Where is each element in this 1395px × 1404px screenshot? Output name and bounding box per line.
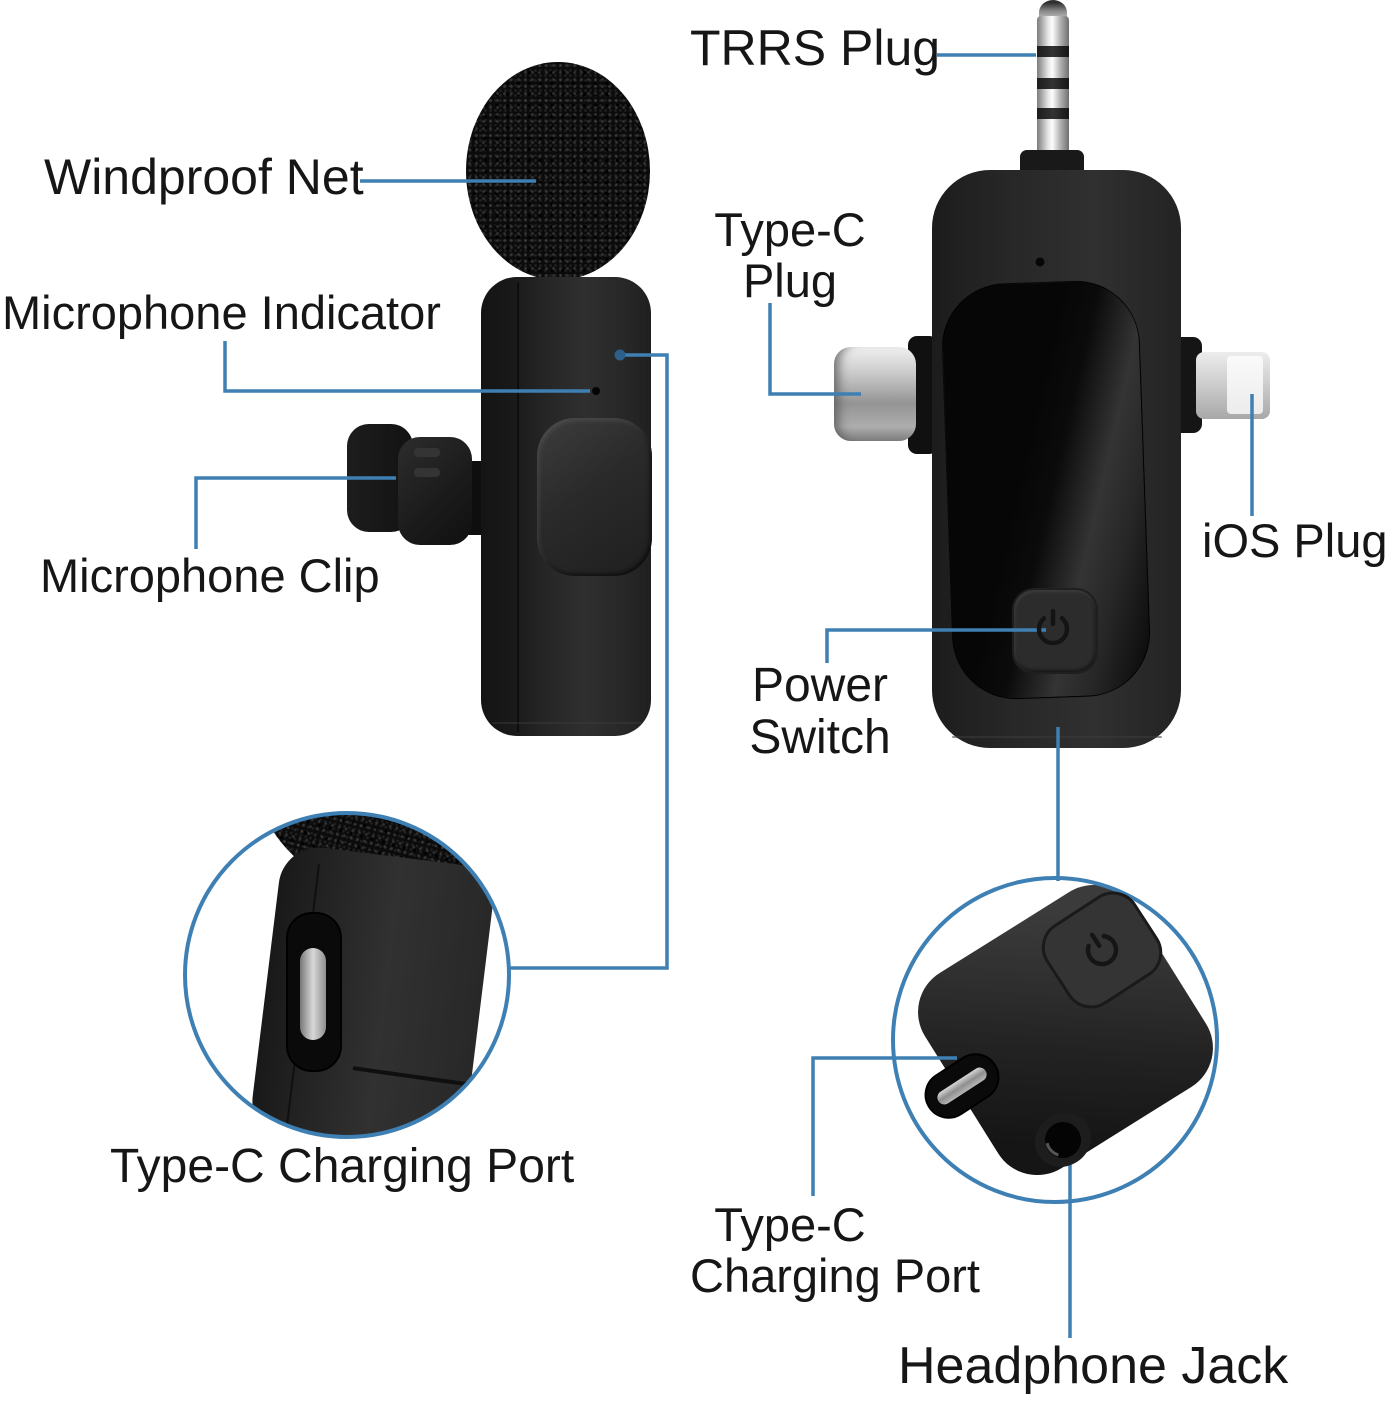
label-windproof-net: Windproof Net: [44, 149, 364, 205]
microphone-side-button: [537, 418, 652, 576]
label-power-switch-line1: Power: [751, 659, 889, 712]
ios-plug-plastic-window: [1227, 356, 1263, 414]
microphone-bottom-seam: [492, 722, 642, 724]
windproof-net-foam: [466, 62, 650, 280]
label-receiver-charging-port-line1: Type-C: [714, 1198, 866, 1251]
label-type-c-plug: Type-C Plug: [690, 203, 890, 307]
label-microphone-clip: Microphone Clip: [40, 549, 380, 602]
label-microphone-indicator: Microphone Indicator: [2, 286, 441, 339]
trrs-ring: [1037, 78, 1069, 89]
label-mic-charging-port: Type-C Charging Port: [110, 1140, 575, 1193]
label-power-switch-line2: Switch: [749, 710, 891, 764]
label-receiver-charging-port: Type-C Charging Port: [690, 1198, 980, 1302]
receiver-bottom-seam: [952, 736, 1162, 738]
label-receiver-charging-port-line2: Charging Port: [690, 1248, 980, 1302]
label-trrs-plug: TRRS Plug: [690, 20, 941, 76]
label-type-c-plug-line2: Plug: [742, 253, 838, 307]
clip-ridge: [414, 468, 440, 477]
clip-ridge: [414, 448, 440, 457]
power-button: [1012, 588, 1098, 674]
label-ios-plug: iOS Plug: [1202, 514, 1388, 567]
label-type-c-plug-line1: Type-C: [714, 203, 866, 256]
trrs-ring: [1037, 108, 1069, 119]
callout-ring-left: [183, 811, 511, 1139]
callout-ring-right: [891, 876, 1219, 1204]
trrs-ring: [1037, 46, 1069, 57]
type-c-plug-connector: [834, 347, 916, 441]
label-headphone-jack: Headphone Jack: [898, 1337, 1289, 1395]
label-power-switch: Power Switch: [740, 660, 900, 764]
microphone-body-seam: [517, 282, 519, 732]
